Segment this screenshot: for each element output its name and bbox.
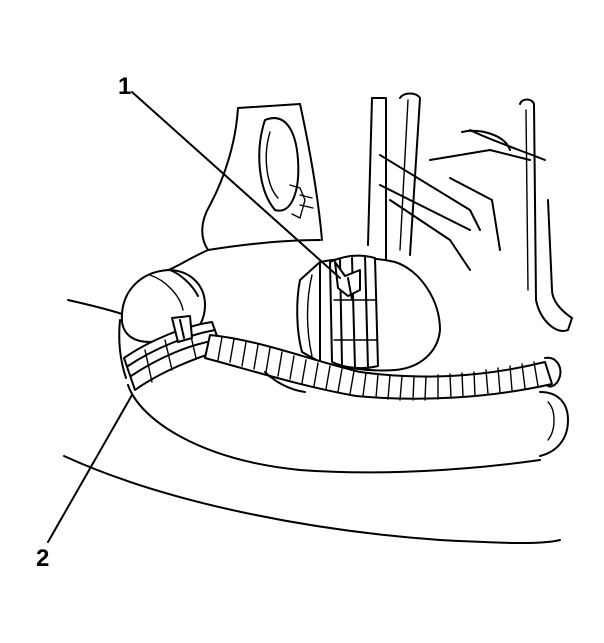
leader-line-1 bbox=[131, 91, 341, 279]
wiring-harness bbox=[204, 334, 562, 401]
lower-hose bbox=[63, 299, 569, 545]
hose-clamp-2 bbox=[123, 315, 223, 391]
leader-line-2 bbox=[47, 394, 133, 543]
callout-label-1: 1 bbox=[118, 73, 131, 100]
hose-clamp-1 bbox=[329, 254, 379, 370]
leader-lines bbox=[47, 91, 341, 543]
engine-bracket-structure bbox=[201, 92, 573, 332]
callout-label-2: 2 bbox=[36, 545, 49, 572]
